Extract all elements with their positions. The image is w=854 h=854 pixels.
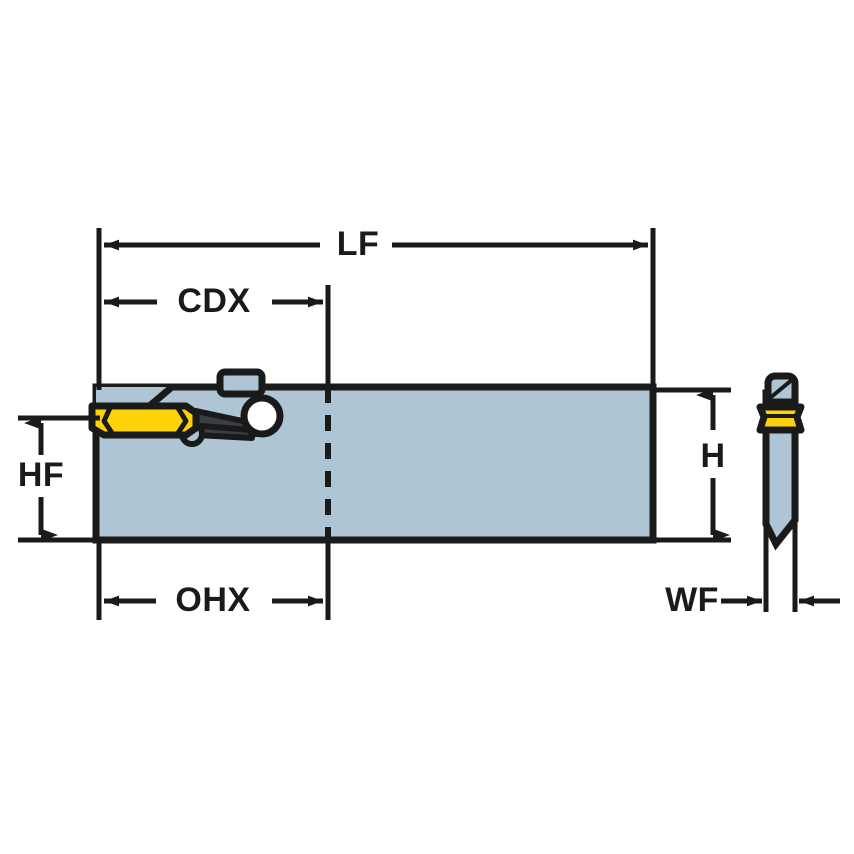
ohx-label: OHX bbox=[175, 581, 250, 619]
insert-facet-right bbox=[175, 406, 189, 435]
end-view-insert bbox=[756, 403, 805, 434]
clamp-pivot-boss bbox=[240, 394, 284, 438]
blade-head-facet bbox=[768, 377, 795, 400]
cutting-insert bbox=[88, 402, 200, 439]
dimension-wf: WF bbox=[665, 581, 840, 619]
side-view bbox=[88, 368, 657, 544]
end-view bbox=[756, 372, 805, 612]
dimension-ohx: OHX bbox=[96, 537, 331, 620]
wf-label: WF bbox=[665, 581, 719, 619]
lf-label: LF bbox=[337, 225, 380, 263]
h-label: H bbox=[700, 437, 725, 475]
insert-facet-left bbox=[101, 406, 115, 435]
hf-label: HF bbox=[18, 456, 64, 494]
dimension-cdx: CDX bbox=[96, 282, 331, 390]
coolant-port bbox=[216, 368, 266, 398]
cdx-label: CDX bbox=[177, 282, 250, 320]
dimension-h: H bbox=[650, 387, 731, 543]
dimension-hf: HF bbox=[18, 415, 100, 543]
